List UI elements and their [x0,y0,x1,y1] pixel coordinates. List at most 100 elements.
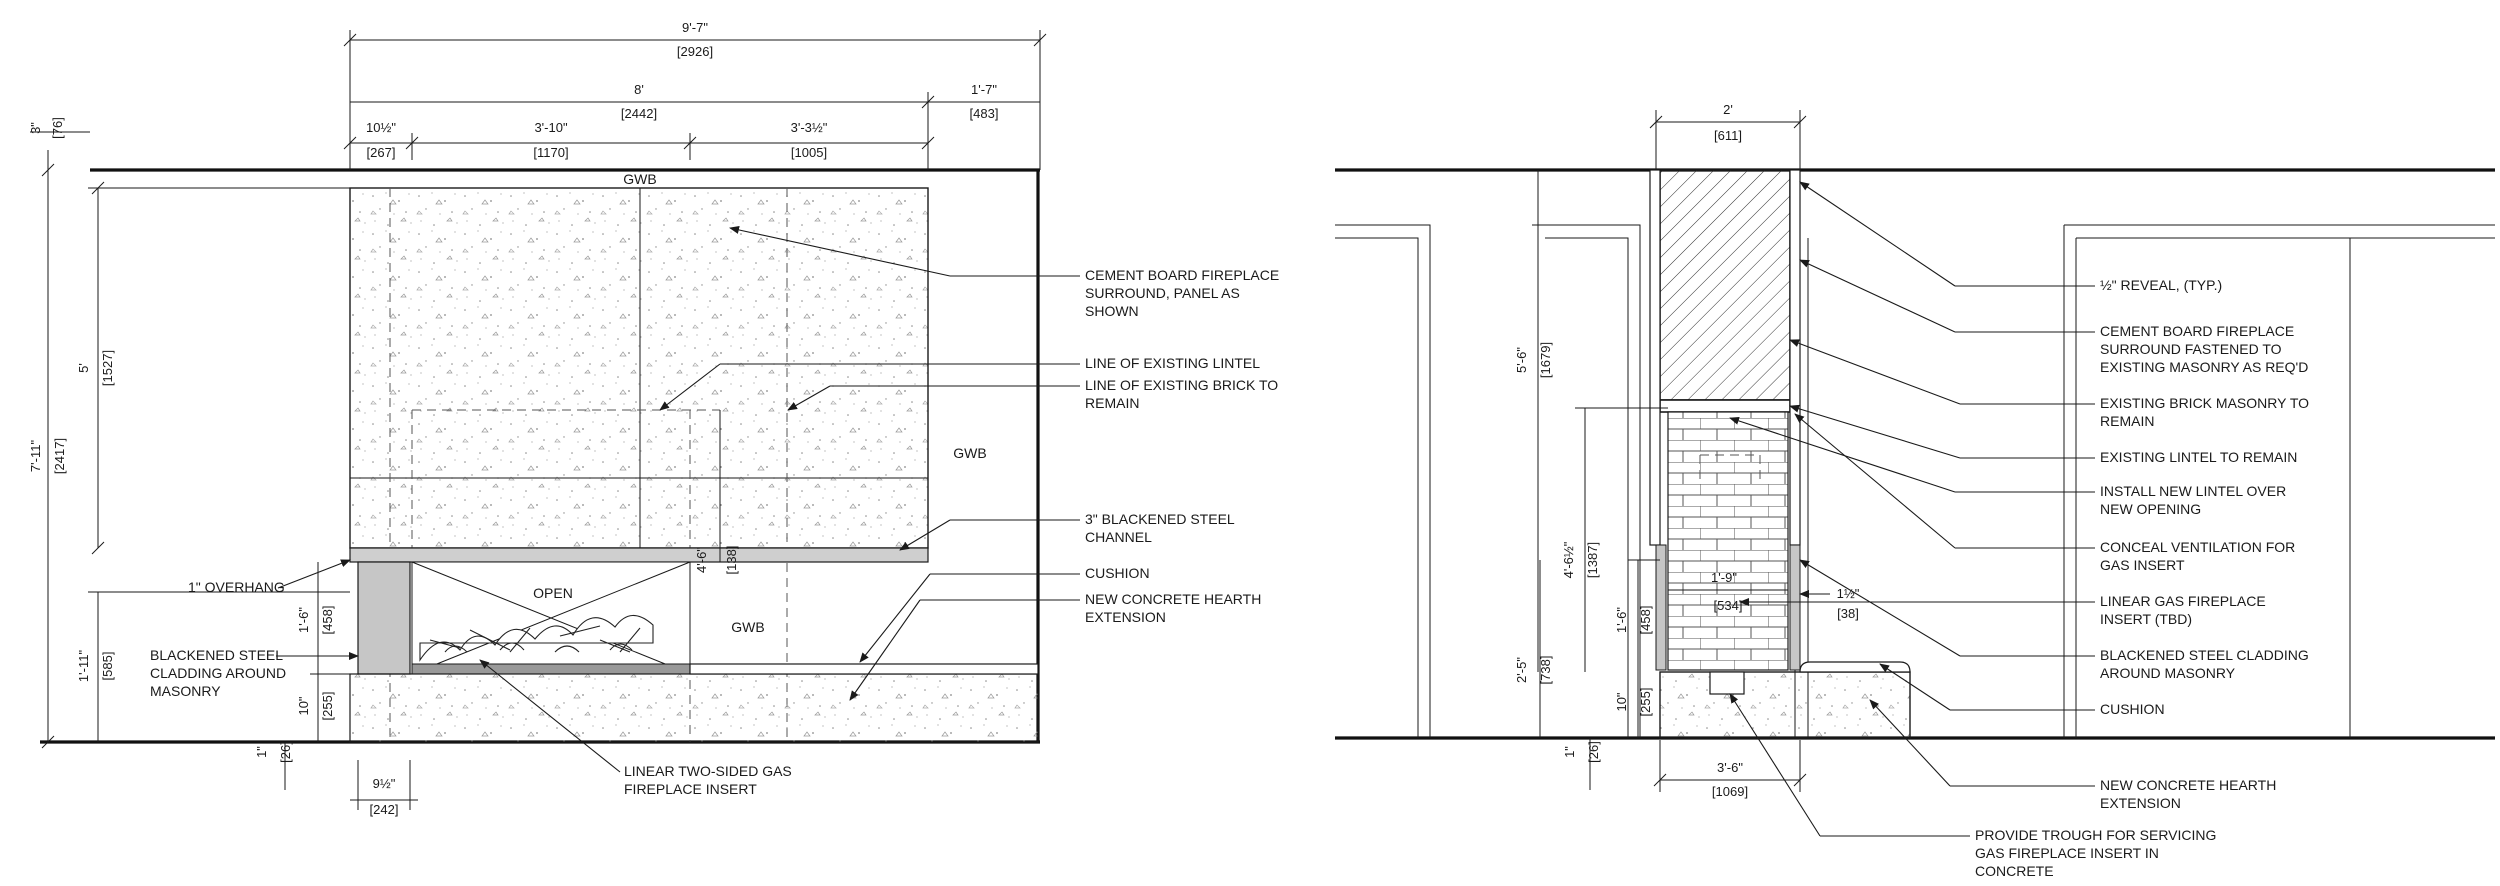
note: AROUND MASONRY [2100,665,2236,681]
overhang-note: 1" OVERHANG [188,579,285,595]
dim-text: 4'-6½" [1561,541,1576,578]
gwb-label: GWB [731,619,764,635]
note: REMAIN [2100,413,2154,429]
note: ½" REVEAL, (TYP.) [2100,277,2222,293]
cushion [1799,661,1911,673]
fire-logs [419,614,654,662]
adjacent-walls [1335,224,2495,738]
dim-text: 10" [1614,692,1629,711]
note: CUSHION [1085,565,1150,581]
vertical-dimensions: 7'-11" [2417] 5' [1527] 3" [76] 1'-11" [… [28,117,739,790]
insert-base [411,663,691,675]
dim-text: [1387] [1585,542,1600,578]
note: EXTENSION [1085,609,1166,625]
cladding-note: BLACKENED STEEL [150,647,283,663]
dim-text: 5' [76,363,91,373]
dim-text: 5'-6" [1514,347,1529,373]
dim-text: [1069] [1712,784,1748,799]
dim-text: 4'-6" [694,547,709,573]
brick-masonry [1667,411,1789,671]
note: PROVIDE TROUGH FOR SERVICING [1975,827,2216,843]
cement-board-panel [349,187,929,549]
dim-text: [1527] [100,350,115,386]
horizontal-dimensions: 9'-7" [2926] 8' [2442] 1'-7" [483] 10½" … [343,20,1047,817]
elevation-view: GWB GWB GWB OPEN 9'-7" [2926] 8' [2442] … [28,20,1279,817]
note: REMAIN [1085,395,1139,411]
note: NEW CONCRETE HEARTH [1085,591,1261,607]
dim-text: [138] [724,546,739,575]
dim-text: 3'-3½" [791,120,828,135]
concrete-hearth [349,673,1039,743]
note: CONCRETE [1975,863,2054,879]
dim-text: 10" [296,696,311,715]
dim-text: [1679] [1538,342,1553,378]
note: CEMENT BOARD FIREPLACE [2100,323,2294,339]
note: BLACKENED STEEL CLADDING [2100,647,2309,663]
note: GAS INSERT [2100,557,2185,573]
dim-text: 1" [254,746,269,758]
dim-text: [2442] [621,106,657,121]
note: SURROUND FASTENED TO [2100,341,2282,357]
dim-text: [585] [100,652,115,681]
dim-text: [1170] [533,145,568,160]
dim-text: 3'-6" [1717,760,1743,775]
cladding-note: MASONRY [150,683,221,699]
note: SHOWN [1085,303,1139,319]
existing-lintel [1659,399,1791,413]
note: CONCEAL VENTILATION FOR [2100,539,2295,555]
dim-text: 1'-11" [76,650,91,683]
note: SURROUND, PANEL AS [1085,285,1240,301]
dim-text: [534] [1714,598,1743,613]
note: LINEAR GAS FIREPLACE [2100,593,2266,609]
dim-text: [38] [1837,606,1859,621]
note: NEW OPENING [2100,501,2201,517]
note: LINE OF EXISTING BRICK TO [1085,377,1278,393]
note: EXISTING LINTEL TO REMAIN [2100,449,2297,465]
dim-text: [242] [370,802,399,817]
insert-note: FIREPLACE INSERT [624,781,757,797]
dim-text: [611] [1714,128,1742,143]
dim-text: 1'-6" [1614,607,1629,633]
section-notes: ½" REVEAL, (TYP.) CEMENT BOARD FIREPLACE… [1729,181,2309,879]
elevation-notes: CEMENT BOARD FIREPLACE SURROUND, PANEL A… [659,226,1279,701]
dim-text: [76] [50,117,65,139]
note: EXTENSION [2100,795,2181,811]
dim-text: [458] [1638,606,1653,635]
dim-text: [26] [1586,741,1601,763]
note: CEMENT BOARD FIREPLACE [1085,267,1279,283]
dim-text: [2417] [52,438,67,474]
dim-text: 9½" [373,776,396,791]
dim-text: 3'-10" [534,120,568,135]
note: 3" BLACKENED STEEL [1085,511,1235,527]
dim-text: [483] [970,106,999,121]
note: GAS FIREPLACE INSERT IN [1975,845,2159,861]
dim-text: 2'-5" [1514,657,1529,683]
note: LINE OF EXISTING LINTEL [1085,355,1260,371]
dim-text: 1'-6" [296,607,311,633]
section-view: 2' [611] 5'-6" [1679] 4'-6½" [1387] 2'-5… [1335,102,2495,879]
steel-channel [349,547,929,563]
open-label: OPEN [533,585,573,601]
dim-text: 1½" [1837,586,1860,601]
dim-text: 1'-7" [971,82,997,97]
note: EXISTING BRICK MASONRY TO [2100,395,2309,411]
concrete-hearth [1659,671,1911,739]
dim-text: [255] [320,692,335,721]
dim-text: [738] [1538,656,1553,685]
steel-cladding [357,561,411,675]
dim-text: [255] [1638,688,1653,717]
dim-text: 10½" [366,120,396,135]
dim-text: [2926] [677,44,713,59]
cladding-note: CLADDING AROUND [150,665,286,681]
dim-text: 9'-7" [682,20,708,35]
existing-masonry-hatched [1659,169,1791,401]
dim-text: [267] [367,145,396,160]
service-trough [1709,671,1745,695]
dim-text: [1005] [791,145,827,160]
steel-cladding [1789,544,1801,671]
dim-text: 7'-11" [28,440,43,473]
opening-cross [411,561,691,675]
gwb-label: GWB [623,171,656,187]
gwb-label: GWB [953,445,986,461]
